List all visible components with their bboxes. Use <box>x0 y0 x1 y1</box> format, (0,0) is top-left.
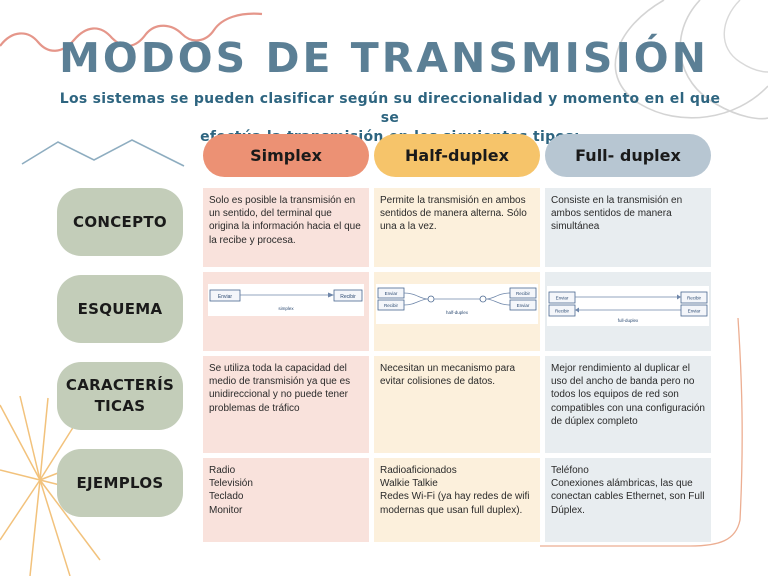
list-item: Teléfono <box>551 465 589 476</box>
list-item: Monitor <box>209 504 243 516</box>
column-header-full-duplex: Full- duplex <box>545 134 711 177</box>
half-left-bottom-label: Recibir <box>384 303 399 308</box>
cell-concepto-simplex: Solo es posible la transmisión en un sen… <box>203 188 369 267</box>
simplex-caption: simplex <box>278 306 294 311</box>
simplex-receiver-label: Recibir <box>340 294 356 300</box>
list-item: Radioaficionados <box>380 465 457 476</box>
list-item: Televisión <box>209 478 253 490</box>
simplex-emitter-label: Enviar <box>218 294 233 300</box>
cell-esquema-full-duplex: Enviar Recibir Recibir Enviar full-duple… <box>545 272 711 351</box>
cell-concepto-half-duplex: Permite la transmisión en ambos sentidos… <box>374 188 540 267</box>
subtitle-line-1: Los sistemas se pueden clasificar según … <box>59 91 721 126</box>
cell-ejemplos-full-duplex: Teléfono Conexiones alámbricas, las que … <box>545 458 711 542</box>
full-left-top-label: Enviar <box>556 296 569 301</box>
half-right-top-label: Recibir <box>516 291 531 296</box>
column-header-simplex: Simplex <box>203 134 369 177</box>
cell-caracteristicas-full-duplex: Mejor rendimiento al duplicar el uso del… <box>545 356 711 453</box>
cell-esquema-simplex: Enviar Recibir simplex <box>203 272 369 351</box>
list-item: Redes Wi-Fi (ya hay redes de wifi modern… <box>380 491 530 516</box>
half-duplex-caption: half-duplex <box>446 310 469 315</box>
full-right-bottom-label: Enviar <box>688 309 701 314</box>
half-right-bottom-label: Enviar <box>517 303 530 308</box>
full-left-bottom-label: Recibir <box>555 309 570 314</box>
list-item: Radio <box>209 465 236 476</box>
row-label-ejemplos: EJEMPLOS <box>57 449 183 517</box>
cell-ejemplos-simplex: Radio Televisión Teclado Monitor <box>203 458 369 542</box>
row-label-caracteristicas-line-1: CARACTERÍS <box>65 376 175 394</box>
cell-esquema-half-duplex: Enviar Recibir Recibir Enviar half-duple… <box>374 272 540 351</box>
half-left-top-label: Enviar <box>385 291 398 296</box>
page-title: MODOS DE TRANSMISIÓN <box>59 34 709 82</box>
row-label-caracteristicas: CARACTERÍS TICAS <box>57 362 183 430</box>
row-label-esquema: ESQUEMA <box>57 275 183 343</box>
simplex-diagram: Enviar Recibir simplex <box>208 284 364 316</box>
cell-caracteristicas-simplex: Se utiliza toda la capacidad del medio d… <box>203 356 369 453</box>
list-item: Teclado <box>209 491 244 503</box>
cell-ejemplos-half-duplex: Radioaficionados Walkie Talkie Redes Wi-… <box>374 458 540 542</box>
row-label-concepto: CONCEPTO <box>57 188 183 256</box>
full-duplex-caption: full-duplex <box>618 318 639 323</box>
row-label-caracteristicas-line-2: TICAS <box>94 397 146 415</box>
cell-caracteristicas-half-duplex: Necesitan un mecanismo para evitar colis… <box>374 356 540 453</box>
list-item: Walkie Talkie <box>380 478 438 490</box>
full-right-top-label: Recibir <box>687 296 702 301</box>
half-duplex-diagram: Enviar Recibir Recibir Enviar half-duple… <box>376 284 538 324</box>
cell-concepto-full-duplex: Consiste en la transmisión en ambos sent… <box>545 188 711 267</box>
column-header-half-duplex: Half-duplex <box>374 134 540 177</box>
list-item: Conexiones alámbricas, las que conectan … <box>551 478 705 516</box>
full-duplex-diagram: Enviar Recibir Recibir Enviar full-duple… <box>547 286 709 326</box>
